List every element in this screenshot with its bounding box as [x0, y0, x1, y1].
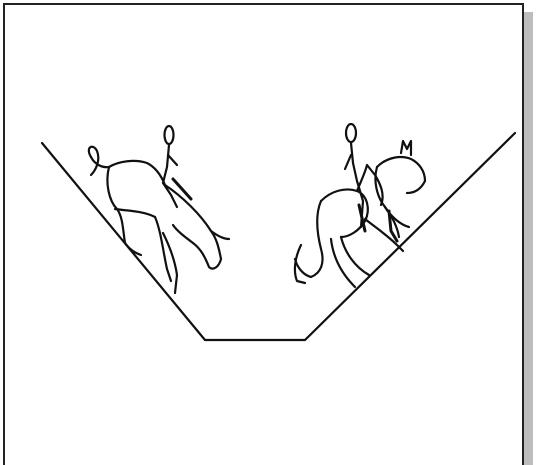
right-horse-rider-back	[365, 141, 425, 251]
right-horse-rider-front	[295, 124, 383, 287]
horse-riders-valley-illustration	[5, 5, 524, 465]
left-horse-rider	[89, 126, 229, 293]
illustration-frame	[3, 3, 524, 465]
